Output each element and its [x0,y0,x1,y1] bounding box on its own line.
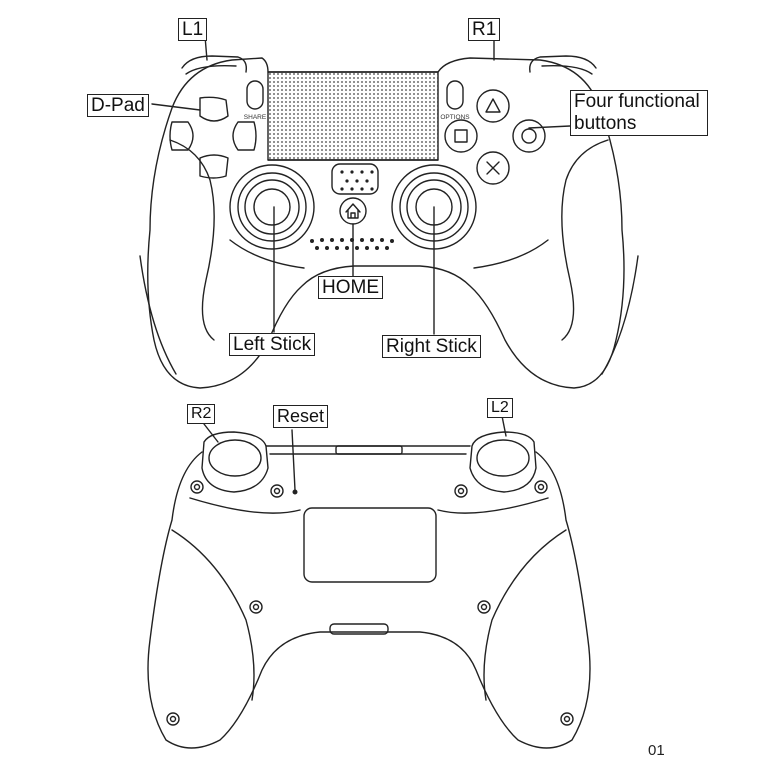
reset-pinhole [292,489,298,495]
r1-bumper [529,55,597,73]
leader-reset [291,429,296,491]
square-button [444,119,478,153]
label-home: HOME [318,276,383,299]
label-four-line1: Four functional [574,91,700,112]
back-body-outline [147,451,591,749]
label-left-stick: Left Stick [229,333,316,356]
charging-port [335,445,403,455]
dpad [169,96,257,179]
options-button [446,80,464,110]
label-right-stick: Right Stick [382,335,481,358]
l1-bumper [181,55,248,73]
label-reset: Reset [273,405,329,428]
share-button [246,80,264,110]
circle-icon [521,128,537,144]
front-body-outline [147,57,625,389]
square-icon [454,129,468,143]
back-slot [329,623,389,635]
leader-l2 [501,415,507,437]
triangle-button [476,89,510,123]
label-l1: L1 [178,18,208,41]
label-r1: R1 [468,18,501,41]
leader-four-buttons [528,125,571,129]
r2-trigger [201,431,269,493]
label-dpad: D-Pad [87,94,149,117]
back-panel [303,507,437,583]
options-text: OPTIONS [440,114,470,121]
triangle-icon [485,98,501,113]
share-text: SHARE [244,114,267,121]
circle-button [512,119,546,153]
label-r2: R2 [187,404,216,424]
cross-button [476,151,510,185]
page-number: 01 [648,742,665,759]
left-stick [229,164,315,250]
label-four-functional-buttons: Four functional buttons [570,90,708,136]
screws [166,480,574,726]
l2-trigger [469,431,537,493]
leader-dpad [151,103,201,111]
cross-icon [486,161,500,175]
label-l2: L2 [487,398,513,418]
touchpad [267,71,439,161]
leader-r2 [203,423,219,443]
house-icon [345,203,361,219]
label-four-line2: buttons [574,113,637,134]
home-button [339,197,367,225]
speaker-grille [331,163,379,195]
